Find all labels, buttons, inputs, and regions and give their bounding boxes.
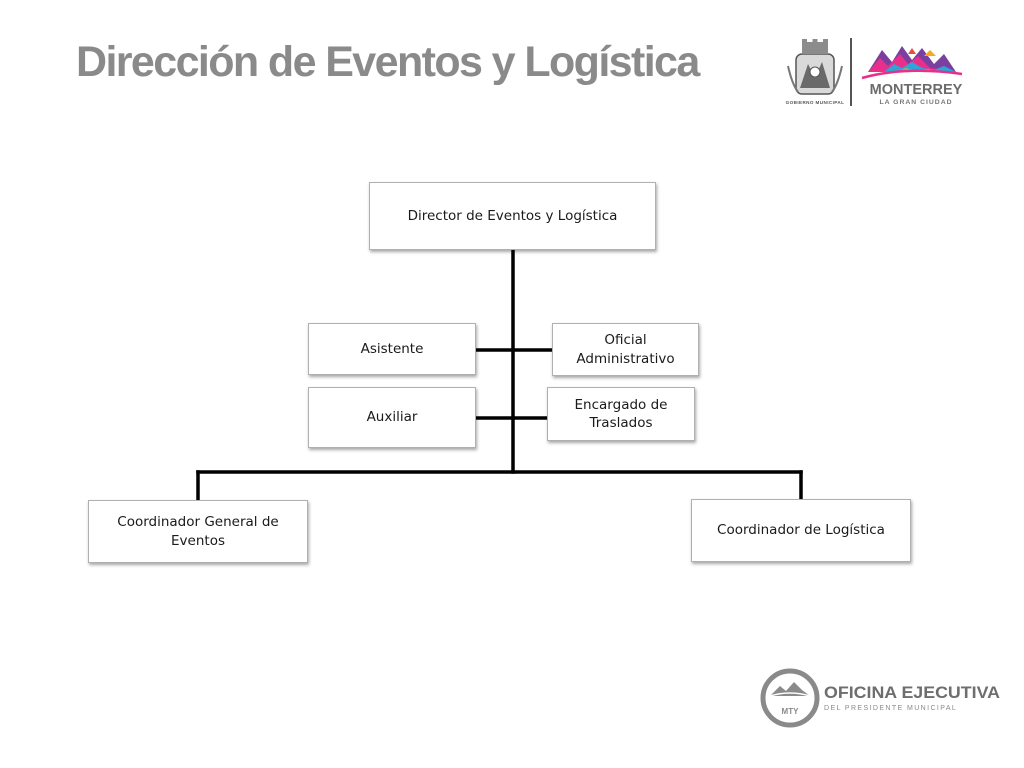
org-node-label: Coordinador de Logística (717, 522, 885, 539)
org-node-label: Encargado de Traslados (574, 396, 668, 431)
office-name: OFICINA EJECUTIVA (824, 683, 1000, 702)
logo-divider (850, 38, 852, 106)
org-node-label: Director de Eventos y Logística (407, 207, 618, 224)
org-node-assistant: Asistente (308, 323, 476, 375)
city-tagline: LA GRAN CIUDAD (879, 99, 952, 106)
city-name: MONTERREY (870, 82, 963, 98)
org-node-logistics-coordinator: Coordinador de Logística (691, 499, 911, 562)
org-node-administrative-officer: Oficial Administrativo (552, 323, 699, 376)
org-node-label: Coordinador General de Eventos (117, 514, 279, 549)
city-logo-group: GOBIERNO MUNICIPAL MONTERREY LA GRAN CIU… (786, 38, 963, 106)
municipal-seal-icon (787, 39, 843, 95)
mty-badge-icon (760, 668, 820, 728)
org-node-transfers-manager: Encargado de Traslados (547, 387, 695, 441)
org-node-label: Auxiliar (366, 409, 418, 426)
mty-badge-label: MTY (782, 707, 800, 716)
office-logo-group: MTY OFICINA EJECUTIVA DEL PRESIDENTE MUN… (760, 668, 1000, 728)
org-node-auxiliary: Auxiliar (308, 387, 476, 448)
org-node-label: Asistente (360, 340, 424, 357)
page-title: Dirección de Eventos y Logística (76, 38, 700, 86)
municipal-seal-caption: GOBIERNO MUNICIPAL (786, 100, 845, 105)
monterrey-mountains-icon (861, 46, 963, 80)
org-node-label: Oficial Administrativo (576, 332, 675, 367)
office-subtitle: DEL PRESIDENTE MUNICIPAL (824, 705, 957, 712)
org-node-general-events-coordinator: Coordinador General de Eventos (88, 500, 308, 563)
org-node-director: Director de Eventos y Logística (369, 182, 656, 250)
